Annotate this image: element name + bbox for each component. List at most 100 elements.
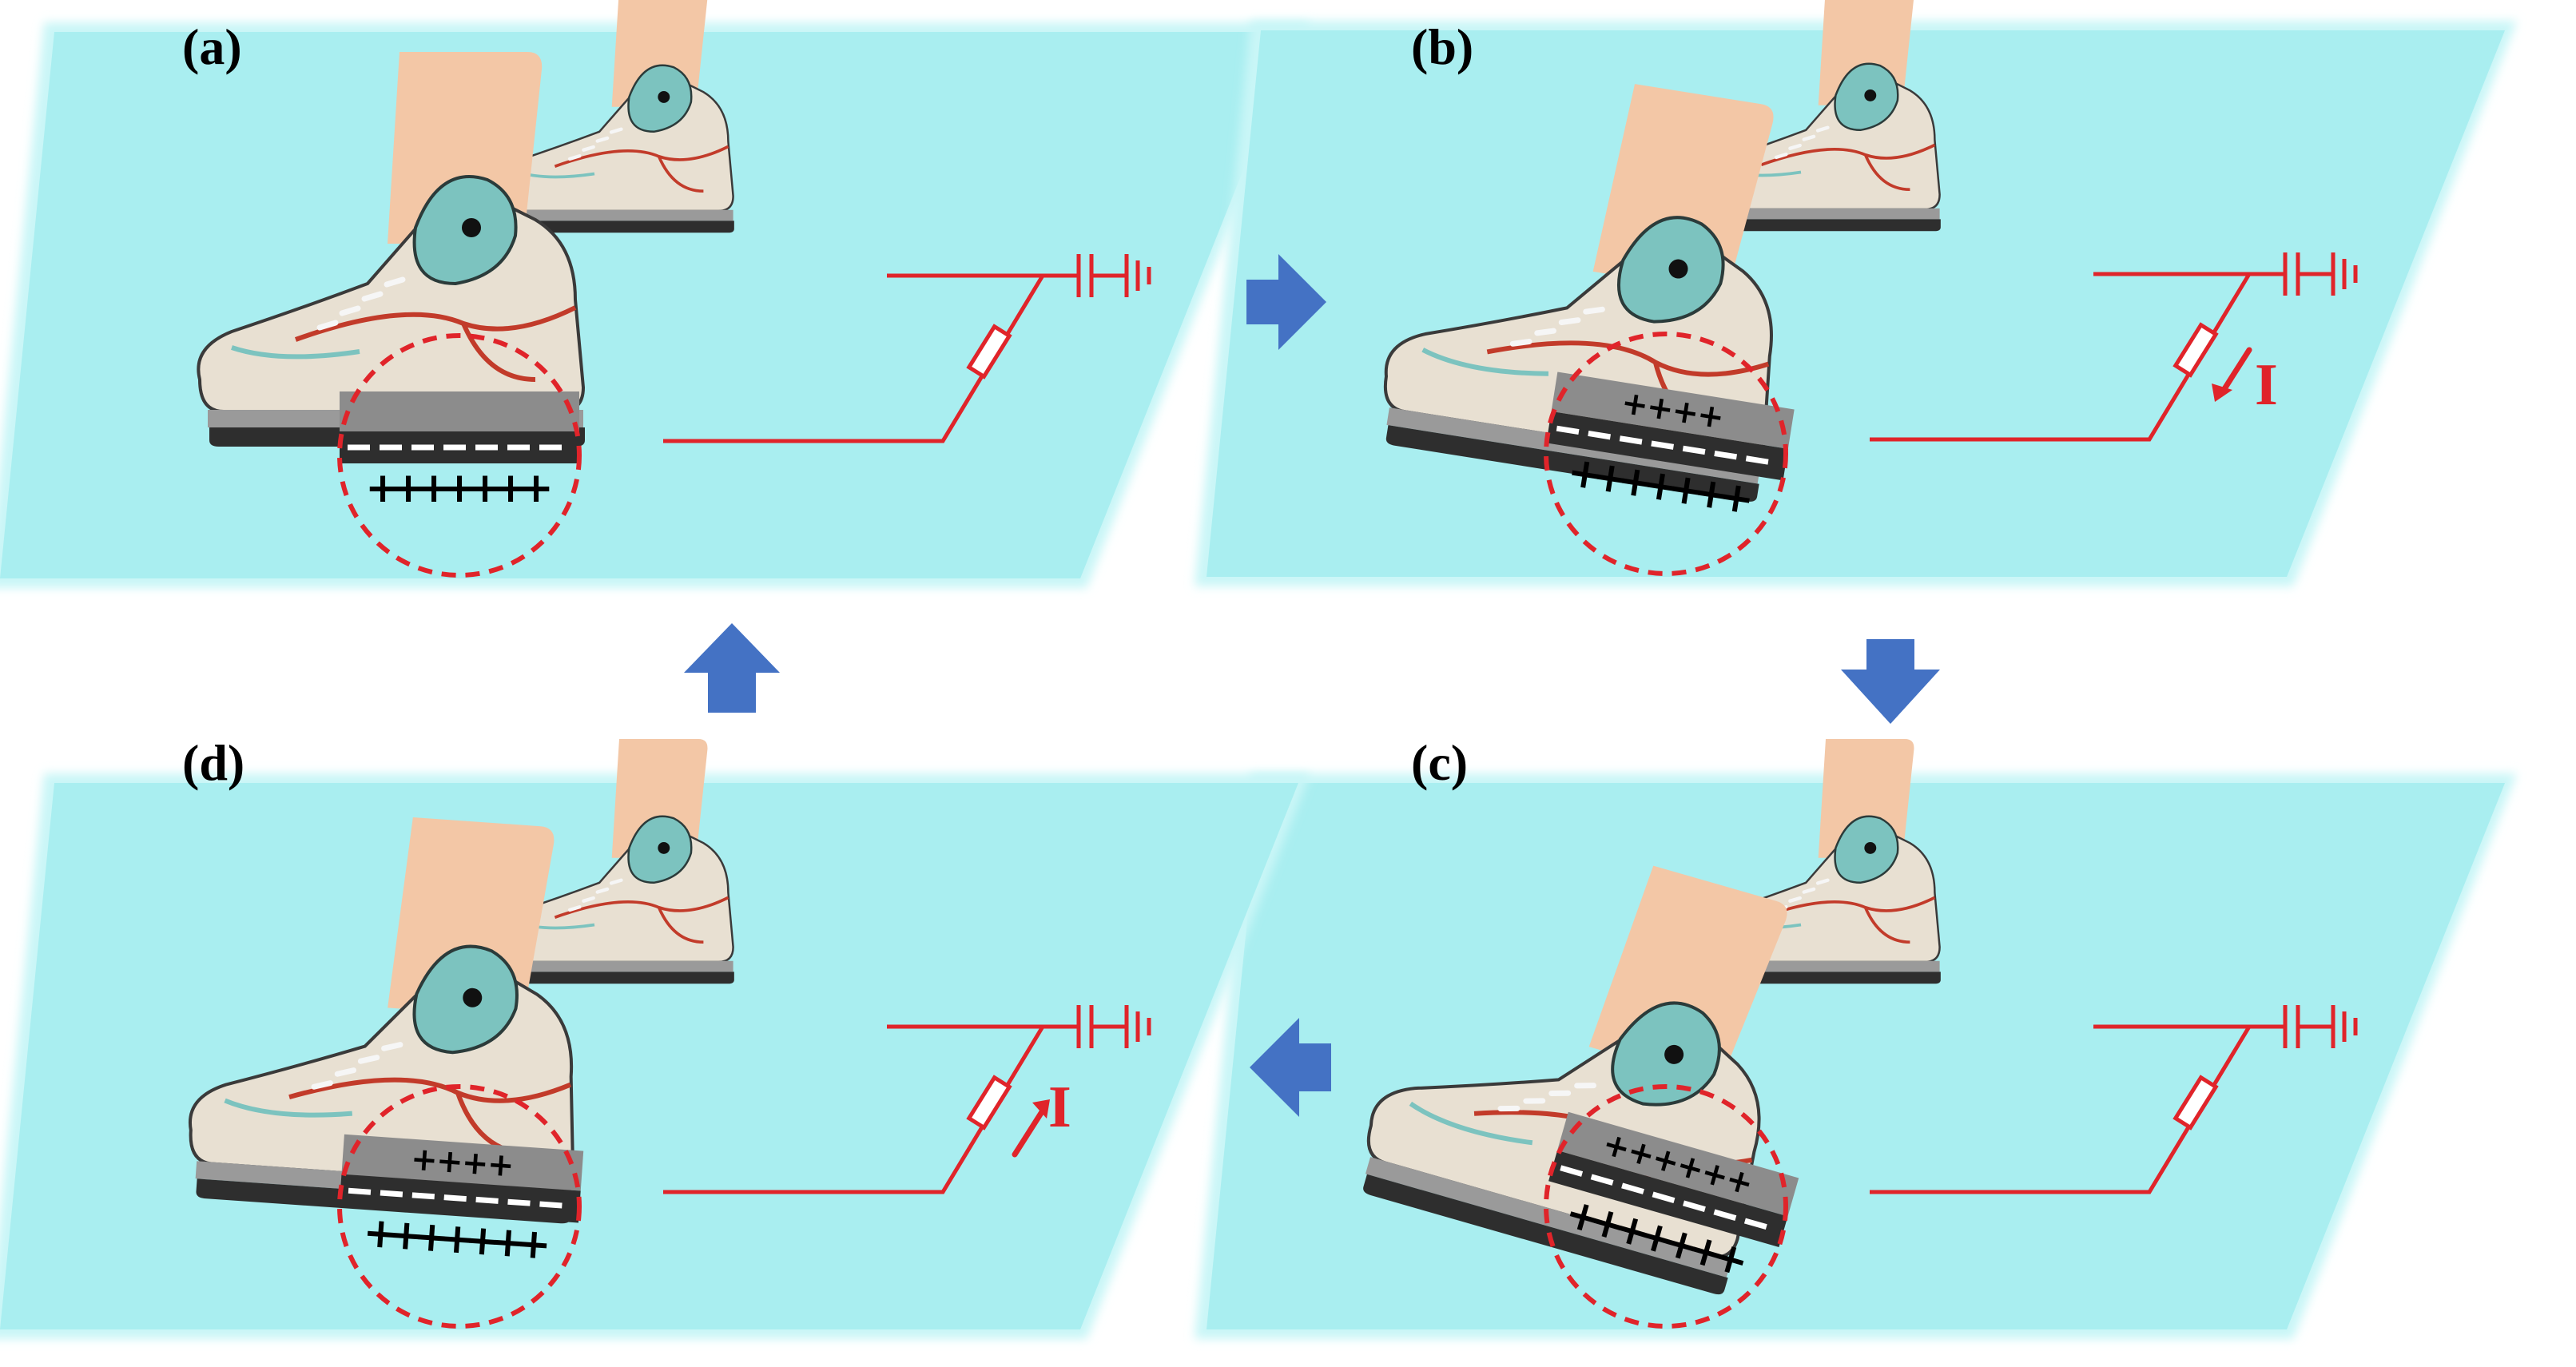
- ground-lines: [1124, 1005, 1151, 1048]
- panel-c-label: (c): [1411, 734, 1468, 791]
- back-shoe-stripe-2: [1863, 154, 1910, 192]
- positive-charge-top: +: [435, 1142, 465, 1181]
- electrode-symbol: [1043, 1005, 1127, 1048]
- electrode-symbol: [1043, 254, 1127, 297]
- wire-bottom: [663, 274, 1045, 443]
- front-shoe-eyelet: [1664, 1044, 1684, 1064]
- back-shoe-lace: [1815, 125, 1830, 133]
- front-shoe-lace: [1558, 317, 1581, 325]
- back-shoe-eyelet: [658, 90, 670, 103]
- current-arrowhead-icon: [2212, 383, 2232, 402]
- back-shoe-stripe-2: [657, 156, 704, 193]
- panel-b-label: (b): [1411, 18, 1473, 75]
- front-shoe-lace: [1509, 338, 1532, 347]
- back-shoe-lace: [1815, 878, 1830, 885]
- back-shoe-lace: [595, 136, 610, 143]
- positive-charge-bottom: +: [442, 464, 477, 512]
- magnified-view: +++++++++++: [339, 1134, 584, 1270]
- back-shoe-lace: [1788, 143, 1802, 150]
- positive-charge-bottom: +: [1715, 471, 1757, 524]
- front-shoe-lace: [316, 320, 339, 331]
- back-shoe-lace: [1788, 896, 1802, 903]
- front-shoe-leg: [388, 817, 555, 1018]
- front-shoe-stripe-1: [294, 305, 577, 342]
- panel-a-label: (a): [182, 18, 242, 75]
- resistor-body: [966, 1075, 1012, 1131]
- positive-charge-bottom: +: [362, 1209, 400, 1259]
- front-shoe-stripe-1: [288, 1077, 572, 1103]
- front-shoe-sole-outsole: [1385, 425, 1759, 502]
- front-shoe-toe-trim: [1421, 348, 1549, 376]
- magnified-view: +++++++++++: [1546, 372, 1795, 525]
- panel-d-label: (d): [182, 734, 244, 791]
- electrode-symbol: [2249, 252, 2333, 296]
- layer-top-gray: [340, 391, 579, 431]
- front-shoe-lace: [311, 1080, 333, 1090]
- back-shoe-lace: [567, 154, 582, 161]
- resistor-icon: [2173, 322, 2219, 378]
- positive-charge-bottom: +: [391, 464, 426, 512]
- front-shoe-lace: [357, 1055, 380, 1064]
- front-shoe-toe-trim: [231, 345, 360, 360]
- back-shoe-sole-midsole: [500, 960, 733, 972]
- positive-charge-bottom: +: [387, 1210, 425, 1261]
- back-shoe-lace: [595, 887, 610, 894]
- back-shoe-sole-midsole: [1707, 208, 1940, 220]
- back-shoe-lace: [1802, 887, 1816, 894]
- back-shoe-lace: [582, 145, 595, 152]
- positive-charge-bottom: +: [515, 1219, 553, 1270]
- panel-b-scene: +++++++++++: [1195, 0, 2517, 586]
- front-shoe-lace: [1497, 1105, 1521, 1112]
- resistor-icon: [966, 1075, 1012, 1131]
- arrow-up-icon: [684, 623, 780, 713]
- back-shoe-sole-midsole: [500, 209, 733, 221]
- negative-charge-dashes: [1556, 425, 1779, 467]
- panel-d-current-label: I: [1048, 1075, 1071, 1140]
- electrode-symbol: [2249, 1005, 2333, 1048]
- ground-lines: [2331, 1005, 2358, 1048]
- resistor-icon: [966, 324, 1012, 380]
- panel-a-scene: +++++++: [0, 0, 1310, 588]
- back-shoe-stripe-1: [554, 896, 729, 919]
- positive-charge-top: +: [1644, 388, 1676, 429]
- positive-charge-top: +: [1695, 396, 1727, 437]
- current-arrow-icon: [2218, 347, 2252, 397]
- back-shoe-eyelet: [1864, 89, 1877, 101]
- panel-c-scene: +++++++++++++: [1195, 739, 2517, 1339]
- positive-charge-top: +: [1669, 392, 1701, 433]
- negative-charge-dashes: [348, 1187, 572, 1210]
- front-shoe-lace: [1583, 306, 1605, 315]
- back-shoe-sole-outsole: [501, 221, 734, 233]
- panel-d: +++++++++++ (d) I: [0, 734, 1310, 1339]
- front-shoe-lace: [1548, 1090, 1572, 1096]
- ground-icon: [1124, 1005, 1151, 1048]
- wire-bottom: [1870, 1025, 2252, 1194]
- back-shoe-stripe-2: [1863, 907, 1910, 944]
- positive-charge-top: +: [410, 1141, 439, 1179]
- front-shoe-stripe-2: [461, 322, 536, 382]
- ground-icon: [2331, 1005, 2358, 1048]
- panel-c: +++++++++++++ (c): [1195, 734, 2517, 1339]
- positive-charge-bottom: +: [519, 464, 554, 512]
- current-arrowhead-icon: [1032, 1099, 1050, 1119]
- front-shoe-lace: [381, 1042, 403, 1051]
- ground-icon: [1124, 254, 1151, 297]
- front-shoe-lace: [361, 291, 384, 302]
- back-shoe-sole-outsole: [501, 972, 734, 984]
- wire-bottom: [1870, 272, 2252, 442]
- front-shoe-toe-trim: [224, 1098, 353, 1118]
- back-shoe-lace: [609, 127, 623, 134]
- front-shoe-eyelet: [462, 218, 481, 237]
- back-shoe-lace: [1774, 153, 1788, 160]
- back-shoe-eyelet: [1864, 841, 1877, 854]
- back-shoe: [1699, 0, 1941, 232]
- panel-d-scene: +++++++++++: [0, 739, 1310, 1339]
- positive-charge-bottom: +: [365, 464, 400, 512]
- back-shoe-stripe-1: [554, 145, 729, 168]
- flow-arrows: [684, 254, 1940, 1117]
- back-shoe-sole-outsole: [1707, 219, 1941, 232]
- positive-charge-bottom: +: [438, 1214, 476, 1264]
- resistor-body: [2173, 322, 2219, 378]
- positive-charge-bottom: +: [463, 1216, 502, 1266]
- resistor-body: [2173, 1075, 2219, 1131]
